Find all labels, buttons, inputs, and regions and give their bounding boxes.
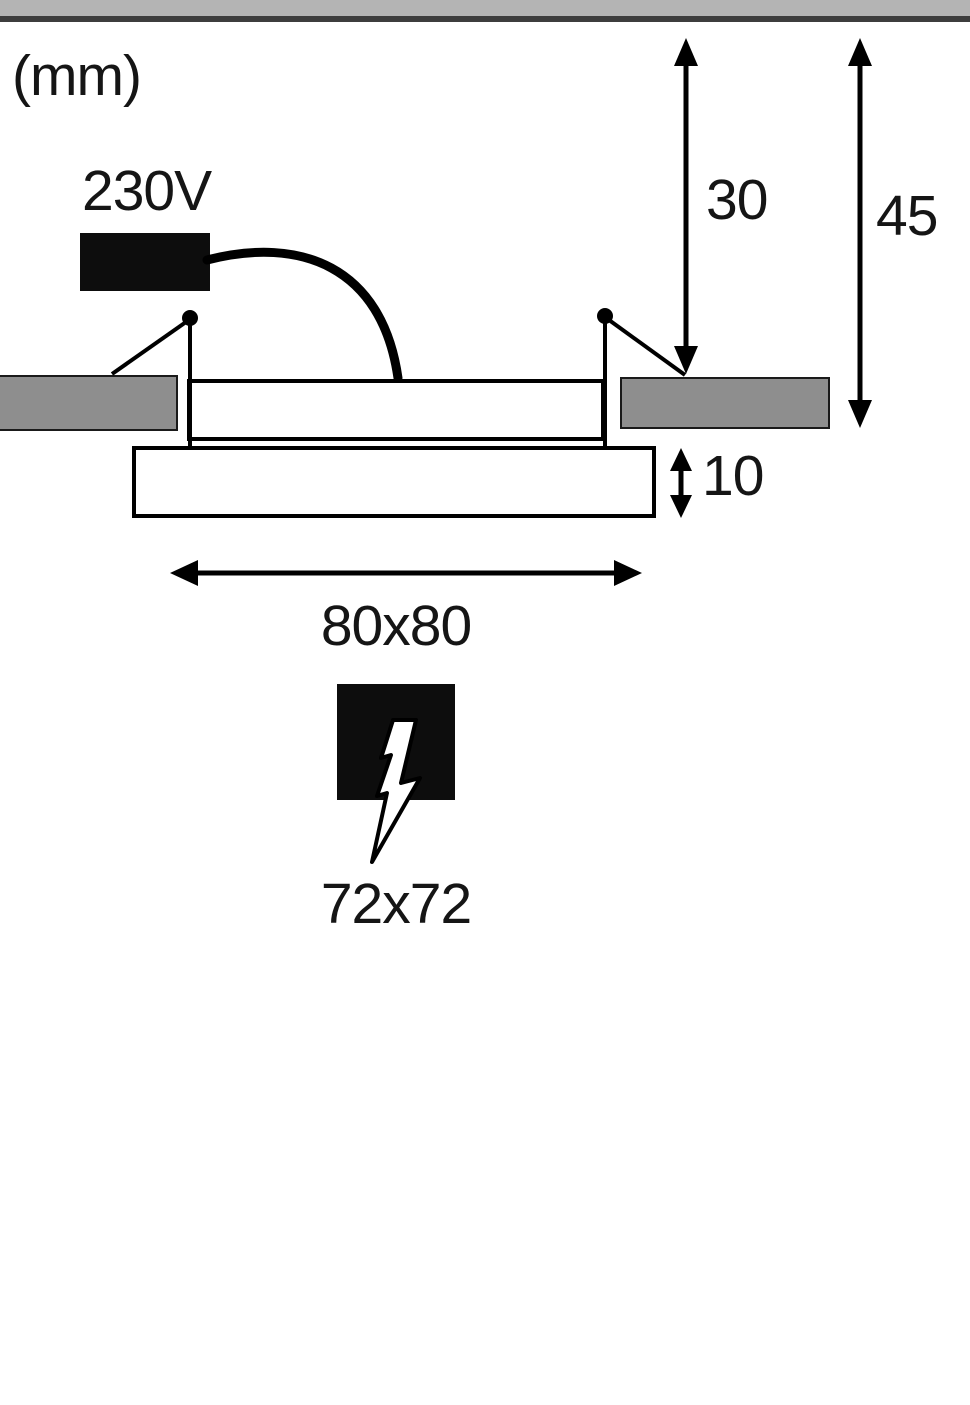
dim-arrow-total-depth xyxy=(848,38,872,428)
total-depth-label: 45 xyxy=(876,184,938,248)
panel-height-label: 10 xyxy=(702,444,764,508)
dim-arrow-panel-height xyxy=(670,448,692,518)
dim-arrow-recess-depth xyxy=(674,38,698,374)
ceiling-strip xyxy=(0,0,970,16)
fixture-panel xyxy=(132,446,656,518)
driver-box xyxy=(80,233,210,291)
unit-label: (mm) xyxy=(12,44,142,108)
fixture-housing xyxy=(187,379,605,441)
dim-arrow-panel-size xyxy=(170,560,642,586)
recess-depth-label: 30 xyxy=(706,168,768,232)
panel-size-label: 80x80 xyxy=(320,594,472,658)
ceiling-block-left xyxy=(0,375,178,431)
cutout-symbol-box xyxy=(337,684,455,800)
ceiling-strip-edge xyxy=(0,16,970,22)
cutout-size-label: 72x72 xyxy=(320,872,472,936)
ceiling-block-right xyxy=(620,377,830,429)
voltage-label: 230V xyxy=(82,159,212,223)
power-cable xyxy=(202,247,403,383)
